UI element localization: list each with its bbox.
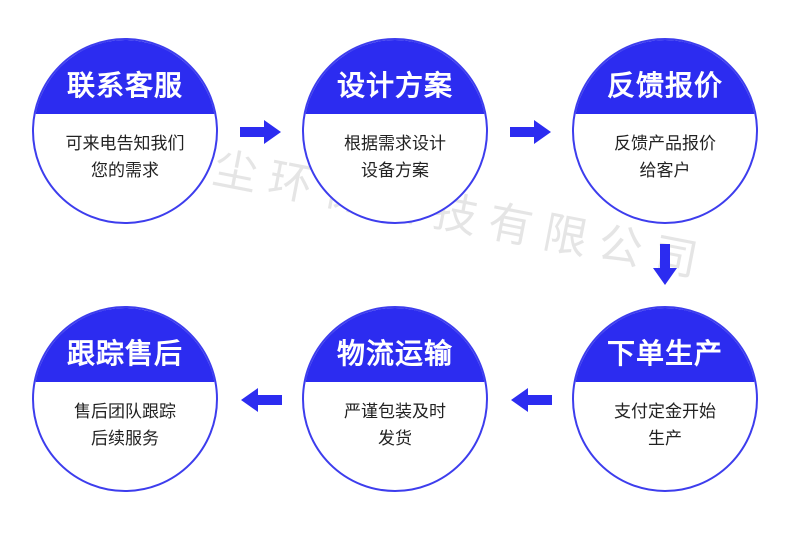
step-description-line: 生产 bbox=[648, 429, 682, 449]
arrow-left-icon bbox=[241, 388, 282, 412]
step-title: 下单生产 bbox=[574, 308, 756, 382]
step-description: 严谨包装及时 发货 bbox=[326, 399, 464, 453]
step-after-sales: 跟踪售后 售后团队跟踪 后续服务 bbox=[32, 306, 218, 492]
arrow-right-icon bbox=[240, 120, 281, 144]
step-description-line: 发货 bbox=[378, 429, 412, 449]
step-design-plan: 设计方案 根据需求设计 设备方案 bbox=[302, 38, 488, 224]
step-description: 支付定金开始 生产 bbox=[596, 399, 734, 453]
step-order-production: 下单生产 支付定金开始 生产 bbox=[572, 306, 758, 492]
step-description-line: 根据需求设计 bbox=[344, 134, 446, 154]
step-title: 联系客服 bbox=[34, 40, 216, 114]
step-description: 售后团队跟踪 后续服务 bbox=[56, 399, 194, 453]
step-description: 可来电告知我们 您的需求 bbox=[56, 131, 194, 185]
arrow-down-icon bbox=[653, 244, 677, 285]
arrow-right-icon bbox=[510, 120, 551, 144]
step-contact-service: 联系客服 可来电告知我们 您的需求 bbox=[32, 38, 218, 224]
step-description: 反馈产品报价 给客户 bbox=[596, 131, 734, 185]
step-description-line: 给客户 bbox=[639, 161, 691, 181]
step-description-line: 可来电告知我们 bbox=[65, 134, 185, 154]
step-title: 反馈报价 bbox=[574, 40, 756, 114]
step-description-line: 后续服务 bbox=[91, 429, 159, 449]
step-logistics: 物流运输 严谨包装及时 发货 bbox=[302, 306, 488, 492]
step-title: 设计方案 bbox=[304, 40, 486, 114]
step-description-line: 支付定金开始 bbox=[614, 402, 716, 422]
step-quote-feedback: 反馈报价 反馈产品报价 给客户 bbox=[572, 38, 758, 224]
step-description-line: 反馈产品报价 bbox=[614, 134, 716, 154]
step-title: 跟踪售后 bbox=[34, 308, 216, 382]
step-description: 根据需求设计 设备方案 bbox=[326, 131, 464, 185]
step-description-line: 售后团队跟踪 bbox=[74, 402, 176, 422]
step-title: 物流运输 bbox=[304, 308, 486, 382]
step-description-line: 设备方案 bbox=[361, 161, 429, 181]
step-description-line: 您的需求 bbox=[91, 161, 159, 181]
arrow-left-icon bbox=[511, 388, 552, 412]
step-description-line: 严谨包装及时 bbox=[344, 402, 446, 422]
